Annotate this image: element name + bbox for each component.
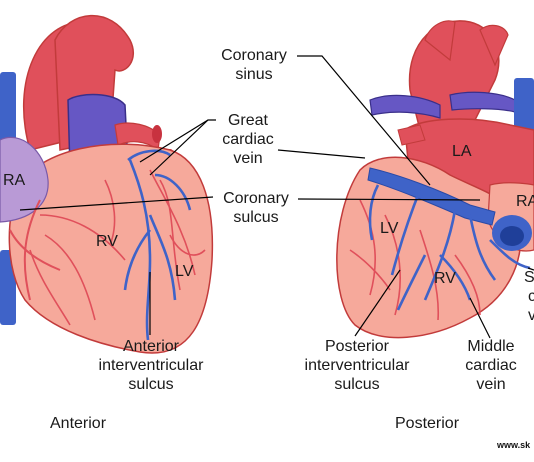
posterior-heart [336, 20, 534, 339]
anterior-cardiac-veins [123, 149, 192, 341]
posterior-pulmonary-artery [369, 94, 441, 119]
leader-lines [19, 55, 534, 339]
label-line: Middle [467, 338, 515, 355]
anterior-right-atrium [0, 136, 49, 223]
label-line: cardiac [222, 131, 274, 148]
chamber-lv-anterior: LV [175, 263, 194, 280]
chamber-rv-anterior: RV [96, 233, 118, 250]
leader-coronary-sulcus-left [19, 196, 214, 211]
label-line: sulcus [334, 376, 380, 393]
label-line: Posterior [324, 338, 390, 355]
label-coronary-sinus: Coronary sinus [214, 46, 294, 84]
label-line: cardiac [465, 357, 517, 374]
label-line: sulcus [128, 376, 174, 393]
label-line: v [528, 307, 534, 324]
label-line: sinus [235, 66, 273, 83]
posterior-ivc-lumen [500, 226, 524, 246]
posterior-coronary-sinus [367, 167, 496, 226]
label-middle-cardiac-vein: Middle cardiac vein [458, 337, 524, 394]
label-line: Coronary [221, 47, 287, 64]
posterior-cardiac-veins [368, 184, 531, 311]
posterior-aortic-branch [479, 24, 509, 67]
label-line: Great [227, 112, 268, 129]
posterior-coronary-arteries [349, 199, 481, 321]
label-great-cardiac-vein: Great cardiac vein [216, 111, 280, 168]
posterior-pulmonary-artery [449, 91, 516, 113]
caption-anterior: Anterior [50, 415, 107, 432]
label-line: sulcus [233, 209, 279, 226]
leader-great-cardiac-vein [149, 119, 209, 176]
label-small-cardiac-vein-cropped: S c v [524, 268, 534, 325]
label-anterior-interventricular-sulcus: Anterior interventricular sulcus [86, 337, 216, 394]
chamber-rv-posterior: RV [434, 270, 456, 287]
watermark: www.sk [497, 440, 531, 450]
label-line: interventricular [98, 357, 204, 374]
label-line: S [524, 269, 534, 286]
leader-coronary-sulcus-right [297, 198, 481, 201]
label-line: Coronary [223, 190, 289, 207]
chamber-ra-anterior: RA [3, 172, 26, 189]
label-line: Anterior [122, 338, 180, 355]
leader-small-cardiac-vein [527, 267, 534, 271]
leader-great-cardiac-vein [277, 149, 366, 159]
label-posterior-interventricular-sulcus: Posterior interventricular sulcus [292, 337, 422, 394]
label-line: interventricular [304, 357, 410, 374]
leader-coronary-sinus [297, 55, 431, 186]
label-line: c [528, 288, 534, 305]
posterior-aortic-branch [424, 20, 456, 62]
posterior-pulmonary-vein [397, 124, 426, 146]
anterior-vessel-stump [152, 125, 162, 143]
label-line: vein [233, 150, 263, 167]
anterior-heart-body [8, 143, 214, 354]
anterior-sulcus-vessels [9, 199, 61, 301]
leader-posterior-interventricular [354, 269, 401, 337]
caption-posterior: Posterior [395, 415, 460, 432]
anterior-coronary-arteries [29, 169, 206, 326]
chamber-lv-posterior: LV [380, 220, 399, 237]
leader-middle-cardiac-vein [469, 297, 491, 339]
chamber-la-posterior: LA [452, 143, 472, 160]
anterior-heart [0, 14, 214, 354]
chamber-ra-posterior: RA [516, 193, 534, 210]
label-line: vein [476, 376, 506, 393]
label-coronary-sulcus: Coronary sulcus [212, 189, 300, 227]
posterior-heart-body [336, 156, 522, 339]
